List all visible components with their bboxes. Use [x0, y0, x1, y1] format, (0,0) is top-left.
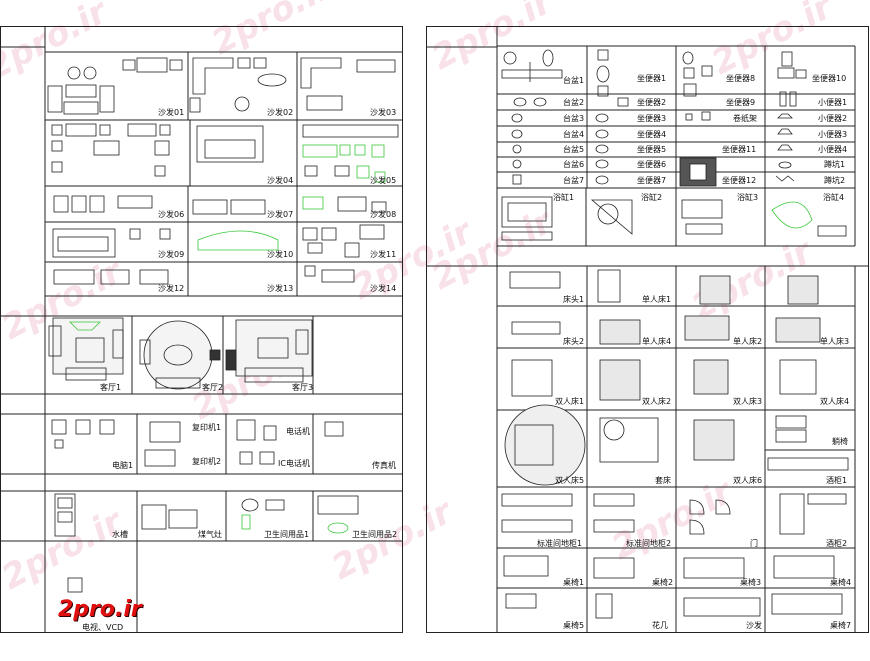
label-bedset: 套床	[655, 476, 671, 485]
label-toilet6: 坐便器6	[637, 160, 667, 169]
label-single4: 单人床4	[642, 337, 672, 346]
label-single2: 单人床2	[733, 337, 763, 346]
label-squat1: 蹲坑1	[824, 160, 846, 169]
label-sofa06: 沙发06	[158, 210, 185, 219]
label-tub3: 浴缸3	[737, 193, 759, 202]
label-sofa08: 沙发08	[370, 210, 397, 219]
label-fax: 传真机	[372, 461, 396, 470]
label-toilet5: 坐便器5	[637, 145, 667, 154]
label-urinal4: 小便器4	[818, 145, 848, 154]
label-icphone: IC电话机	[278, 459, 310, 468]
label-tablechair1: 桌椅1	[563, 578, 585, 587]
label-basin1: 台盆1	[563, 76, 585, 85]
label-double4: 双人床4	[820, 397, 850, 406]
label-tablechair2: 桌椅2	[652, 578, 674, 587]
label-sofa05: 沙发05	[370, 176, 397, 185]
label-phone: 电话机	[286, 427, 310, 436]
label-basin2: 台盆2	[563, 98, 585, 107]
label-toilet4: 坐便器4	[637, 130, 667, 139]
label-copier1: 复印机1	[192, 423, 222, 432]
label-urinal3: 小便器3	[818, 130, 848, 139]
label-urinal2: 小便器2	[818, 114, 848, 123]
label-sofa14: 沙发14	[370, 284, 397, 293]
label-sofa10: 沙发10	[267, 250, 294, 259]
label-tablechair5: 桌椅5	[563, 621, 585, 630]
label-lounger: 躺椅	[832, 437, 848, 446]
sofa01-symbol	[47, 57, 183, 115]
label-sofa11: 沙发11	[370, 250, 397, 259]
label-floorcab1: 标准间地柜1	[537, 539, 583, 548]
label-sink: 水槽	[112, 530, 128, 539]
label-tablechair4: 桌椅4	[830, 578, 852, 587]
label-sofa09: 沙发09	[158, 250, 185, 259]
label-tub1: 浴缸1	[553, 193, 575, 202]
label-toilet9: 坐便器9	[726, 98, 756, 107]
label-toilet12: 坐便器12	[722, 176, 757, 185]
label-sofa04: 沙发04	[267, 176, 294, 185]
sofa05-symbol	[302, 124, 399, 183]
label-living1: 客厅1	[100, 383, 122, 392]
label-floorcab2: 标准间地柜2	[626, 539, 672, 548]
bathroom-symbols	[501, 49, 847, 241]
label-urinal1: 小便器1	[818, 98, 848, 107]
label-sofa: 沙发	[746, 621, 762, 630]
label-single3: 单人床3	[820, 337, 850, 346]
label-wine2: 酒柜2	[826, 539, 848, 548]
label-wine1: 酒柜1	[826, 476, 848, 485]
label-sofa03: 沙发03	[370, 108, 397, 117]
label-double6: 双人床6	[733, 476, 763, 485]
label-headboard2: 床头2	[563, 337, 585, 346]
label-headboard1: 床头1	[563, 295, 585, 304]
site-logo: 2pro.ir	[58, 597, 142, 622]
label-toilet2: 坐便器2	[637, 98, 667, 107]
living-room-symbols	[48, 317, 313, 390]
label-basin6: 台盆6	[563, 160, 585, 169]
label-toilet7: 坐便器7	[637, 176, 667, 185]
label-tub4: 浴缸4	[823, 193, 845, 202]
label-tissue: 卷纸架	[733, 114, 757, 123]
label-tablechair7: 桌椅7	[830, 621, 852, 630]
label-toilet8: 坐便器8	[726, 74, 756, 83]
label-bath2: 卫生间用品2	[352, 530, 398, 539]
sofa-row-symbols	[52, 195, 387, 285]
label-door: 门	[750, 539, 758, 548]
label-living2: 客厅2	[202, 383, 224, 392]
label-basin3: 台盆3	[563, 114, 585, 123]
label-squat2: 蹲坑2	[824, 176, 846, 185]
label-sofa02: 沙发02	[267, 108, 294, 117]
bedroom-symbols	[501, 269, 849, 619]
label-living3: 客厅3	[292, 383, 314, 392]
label-toilet3: 坐便器3	[637, 114, 667, 123]
label-double2: 双人床2	[642, 397, 672, 406]
label-toilet11: 坐便器11	[722, 145, 757, 154]
label-double5: 双人床5	[555, 476, 585, 485]
label-sofa07: 沙发07	[267, 210, 294, 219]
label-flowerstand: 花几	[652, 621, 668, 630]
office-equipment-symbols	[51, 419, 344, 467]
label-tv: 电视、VCD	[82, 623, 124, 632]
label-double1: 双人床1	[555, 397, 585, 406]
label-toilet1: 坐便器1	[637, 74, 667, 83]
label-tablechair3: 桌椅3	[740, 578, 762, 587]
label-tub2: 浴缸2	[641, 193, 663, 202]
label-copier2: 复印机2	[192, 457, 222, 466]
sofa03-symbol	[300, 57, 396, 111]
label-computer1: 电脑1	[112, 461, 134, 470]
label-basin7: 台盆7	[563, 176, 585, 185]
sofa04-symbol	[51, 123, 264, 177]
label-sofa13: 沙发13	[267, 284, 294, 293]
label-basin5: 台盆5	[563, 145, 585, 154]
sofa02-symbol	[189, 57, 287, 113]
label-sofa12: 沙发12	[158, 284, 185, 293]
label-stove: 煤气灶	[198, 530, 222, 539]
label-single1: 单人床1	[642, 295, 672, 304]
kitchen-bath-symbols	[54, 493, 359, 593]
label-double3: 双人床3	[733, 397, 763, 406]
label-toilet10: 坐便器10	[812, 74, 847, 83]
label-basin4: 台盆4	[563, 130, 585, 139]
label-sofa01: 沙发01	[158, 108, 185, 117]
label-bath1: 卫生间用品1	[264, 530, 310, 539]
